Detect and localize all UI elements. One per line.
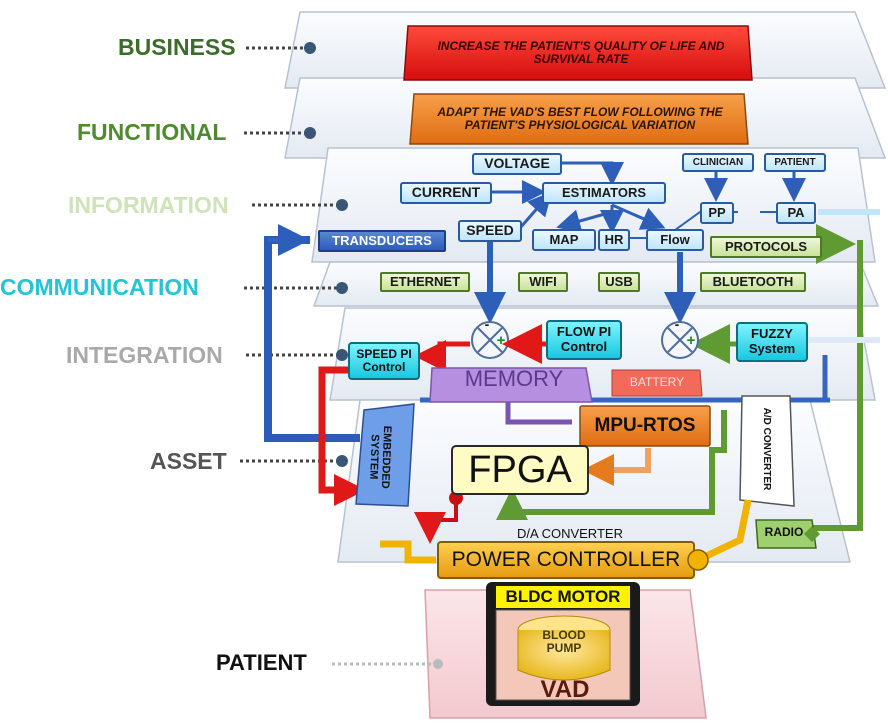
power-controller-box [380, 499, 752, 579]
pp-node: PP [700, 202, 734, 224]
ad-converter-box [739, 395, 795, 507]
mpu-rtos-label: MPU-RTOS [594, 415, 696, 437]
functional-goal: ADAPT THE VAD'S BEST FLOW FOLLOWING THE … [437, 104, 723, 132]
transducers-node: TRANSDUCERS [318, 230, 446, 252]
layer-label-integration: INTEGRATION [66, 342, 223, 368]
bldc-motor-label: BLDC MOTOR [505, 587, 621, 607]
power-controller-label: POWER CONTROLLER [451, 548, 681, 572]
flow-pi-control: FLOW PI Control [546, 320, 622, 360]
blood-pump-label: BLOOD PUMP [542, 627, 586, 655]
layer-leaders [240, 46, 436, 666]
layer-label-information: INFORMATION [68, 192, 229, 218]
layer-label-functional: FUNCTIONAL [77, 119, 227, 145]
flow-sum-minus: - [674, 316, 680, 333]
embedded-system-box [355, 403, 415, 507]
da-converter-label: D/A CONVERTER [517, 525, 623, 541]
fpga-label: FPGA [468, 448, 572, 491]
estimators-node: ESTIMATORS [542, 182, 666, 204]
flow-node: Flow [646, 229, 704, 251]
bluetooth-node: BLUETOOTH [700, 272, 806, 292]
flow-sum-plus: + [686, 331, 696, 349]
layer-label-asset: ASSET [150, 448, 227, 474]
speed-sum-plus: + [496, 331, 506, 349]
voltage-node: VOLTAGE [472, 153, 562, 175]
memory-label: MEMORY [464, 365, 564, 391]
pa-node: PA [776, 202, 816, 224]
current-node: CURRENT [400, 182, 492, 204]
layer-label-business: BUSINESS [118, 34, 236, 60]
speed-pi-control: SPEED PI Control [348, 342, 420, 380]
embedded-system-label: EMBEDDED SYSTEM [367, 425, 394, 489]
goal-boxes [403, 25, 753, 145]
fuzzy-system: FUZZY System [736, 322, 808, 362]
protocol-loop [496, 224, 880, 531]
radio-label: RADIO [764, 525, 804, 540]
ad-converter-label: A/D CONVERTER [760, 407, 772, 491]
layer-leader-dots [304, 42, 443, 669]
battery-label: BATTERY [629, 375, 685, 390]
patient-node: PATIENT [764, 153, 826, 172]
radio-box [755, 519, 820, 549]
usb-node: USB [598, 272, 640, 292]
vad-label: VAD [540, 675, 590, 703]
speed-sum-minus: - [484, 316, 490, 333]
layer-label-communication: COMMUNICATION [0, 274, 199, 300]
business-goal: INCREASE THE PATIENT'S QUALITY OF LIFE A… [437, 38, 725, 66]
speed-node: SPEED [458, 220, 522, 242]
ethernet-node: ETHERNET [380, 272, 470, 292]
layer-label-patient: PATIENT [216, 650, 307, 675]
hr-node: HR [598, 229, 630, 251]
protocols-node: PROTOCOLS [710, 236, 822, 258]
vad-assembly [486, 582, 640, 706]
control-arrows [318, 324, 546, 544]
memory-blocks [429, 367, 711, 486]
map-node: MAP [532, 229, 596, 251]
wifi-node: WIFI [518, 272, 568, 292]
fpga-box [451, 445, 589, 495]
clinician-node: CLINICIAN [682, 153, 754, 172]
